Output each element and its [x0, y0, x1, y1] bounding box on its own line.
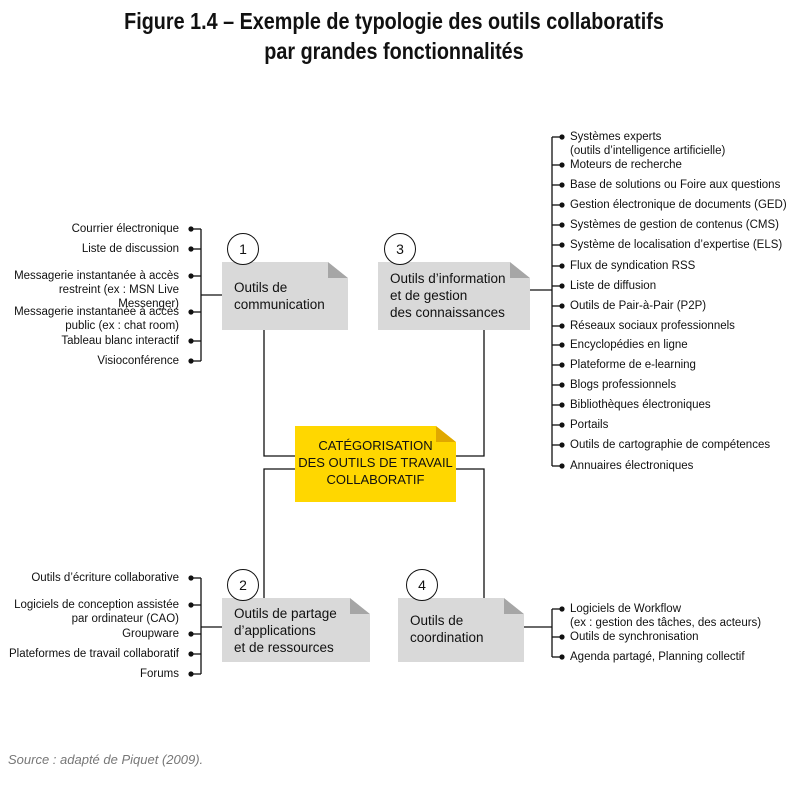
bullet-dot: [559, 242, 565, 248]
bullet-dot: [559, 382, 565, 388]
box-partage-label: Outils de partage d’applications et de r…: [234, 606, 337, 655]
bullet-dot: [559, 402, 565, 408]
information-list-item: Gestion électronique de documents (GED): [570, 199, 787, 211]
information-list-item: Moteurs de recherche: [570, 159, 682, 171]
bullet-dot: [559, 362, 565, 368]
information-list-item: Systèmes experts (outils d’intelligence …: [570, 131, 726, 157]
coordination-list-item: Agenda partagé, Planning collectif: [570, 651, 745, 663]
information-list-item: Blogs professionnels: [570, 379, 677, 391]
bullet-dot: [559, 463, 565, 469]
communication-list-item: Tableau blanc interactif: [61, 335, 179, 347]
bullet-dot: [188, 309, 194, 315]
figure-title-line1: Figure 1.4 – Exemple de typologie des ou…: [124, 8, 664, 34]
bullet-dot: [559, 606, 565, 612]
communication-list-item: Messagerie instantanée à accès public (e…: [14, 306, 179, 332]
partage-list-item: Plateformes de travail collaboratif: [8, 648, 179, 660]
bullet-dot: [188, 671, 194, 677]
bullet-dot: [188, 246, 194, 252]
information-list-item: Flux de syndication RSS: [570, 260, 696, 272]
bullet-dot: [559, 323, 565, 329]
bullet-dot: [188, 338, 194, 344]
bullet-dot: [188, 273, 194, 279]
information-list-item: Plateforme de e-learning: [570, 359, 696, 371]
badge-number-4: 4: [406, 569, 438, 601]
bullet-dot: [559, 303, 565, 309]
bullet-dot: [188, 358, 194, 364]
figure-title: Figure 1.4 – Exemple de typologie des ou…: [55, 6, 733, 66]
information-list-item: Outils de cartographie de compétences: [570, 439, 771, 451]
bullet-dot: [559, 342, 565, 348]
partage-list-item: Outils d’écriture collaborative: [31, 572, 179, 584]
information-list-item: Systèmes de gestion de contenus (CMS): [570, 219, 780, 231]
bullet-dot: [188, 631, 194, 637]
bullet-dot: [559, 442, 565, 448]
communication-list-item: Courrier électronique: [71, 223, 179, 235]
bullet-dot: [559, 634, 565, 640]
bullet-dot: [188, 575, 194, 581]
information-list-item: Encyclopédies en ligne: [570, 339, 688, 351]
information-list-item: Annuaires électroniques: [570, 460, 694, 472]
coordination-list-item: Logiciels de Workflow (ex : gestion des …: [570, 603, 762, 629]
information-list-item: Base de solutions ou Foire aux questions: [570, 179, 781, 191]
center-categorisation-box: CATÉGORISATION DES OUTILS DE TRAVAIL COL…: [295, 426, 456, 502]
bullet-dot: [188, 226, 194, 232]
bullet-dot: [559, 202, 565, 208]
figure-title-line2: par grandes fonctionnalités: [264, 38, 524, 64]
information-list-item: Bibliothèques électroniques: [570, 399, 711, 411]
communication-list-item: Messagerie instantanée à accès restreint…: [14, 270, 179, 310]
bullet-dot: [559, 422, 565, 428]
bullet-dot: [559, 283, 565, 289]
information-list-item: Système de localisation d’expertise (ELS…: [570, 239, 783, 251]
bullet-dot: [559, 162, 565, 168]
coordination-list-item: Outils de synchronisation: [570, 631, 699, 643]
partage-list-item: Groupware: [122, 628, 179, 640]
communication-list-item: Visioconférence: [97, 355, 179, 367]
source-note: Source : adapté de Piquet (2009).: [8, 752, 204, 767]
information-list-item: Liste de diffusion: [570, 280, 657, 292]
bullet-dot: [559, 654, 565, 660]
box-information-label: Outils d’information et de gestion des c…: [390, 271, 506, 320]
communication-list-item: Liste de discussion: [81, 243, 179, 255]
bullet-dot: [188, 651, 194, 657]
box-communication: Outils de communication: [222, 262, 348, 330]
bullet-dot: [188, 602, 194, 608]
center-label: CATÉGORISATION DES OUTILS DE TRAVAIL COL…: [298, 438, 453, 487]
badge-number-1: 1: [227, 233, 259, 265]
bullet-dot: [559, 222, 565, 228]
box-communication-label: Outils de communication: [234, 280, 325, 312]
information-list-item: Outils de Pair-à-Pair (P2P): [570, 300, 707, 312]
bullet-dot: [559, 182, 565, 188]
information-list-item: Réseaux sociaux professionnels: [570, 320, 735, 332]
box-coordination-label: Outils de coordination: [410, 613, 484, 645]
box-partage: Outils de partage d’applications et de r…: [222, 598, 370, 662]
box-information: Outils d’information et de gestion des c…: [378, 262, 530, 330]
bullet-dot: [559, 134, 565, 140]
information-list-item: Portails: [570, 419, 609, 431]
badge-number-2: 2: [227, 569, 259, 601]
box-coordination: Outils de coordination: [398, 598, 524, 662]
badge-number-3: 3: [384, 233, 416, 265]
partage-list-item: Forums: [140, 668, 179, 680]
bullet-dot: [559, 263, 565, 269]
partage-list-item: Logiciels de conception assistée par ord…: [14, 599, 179, 625]
